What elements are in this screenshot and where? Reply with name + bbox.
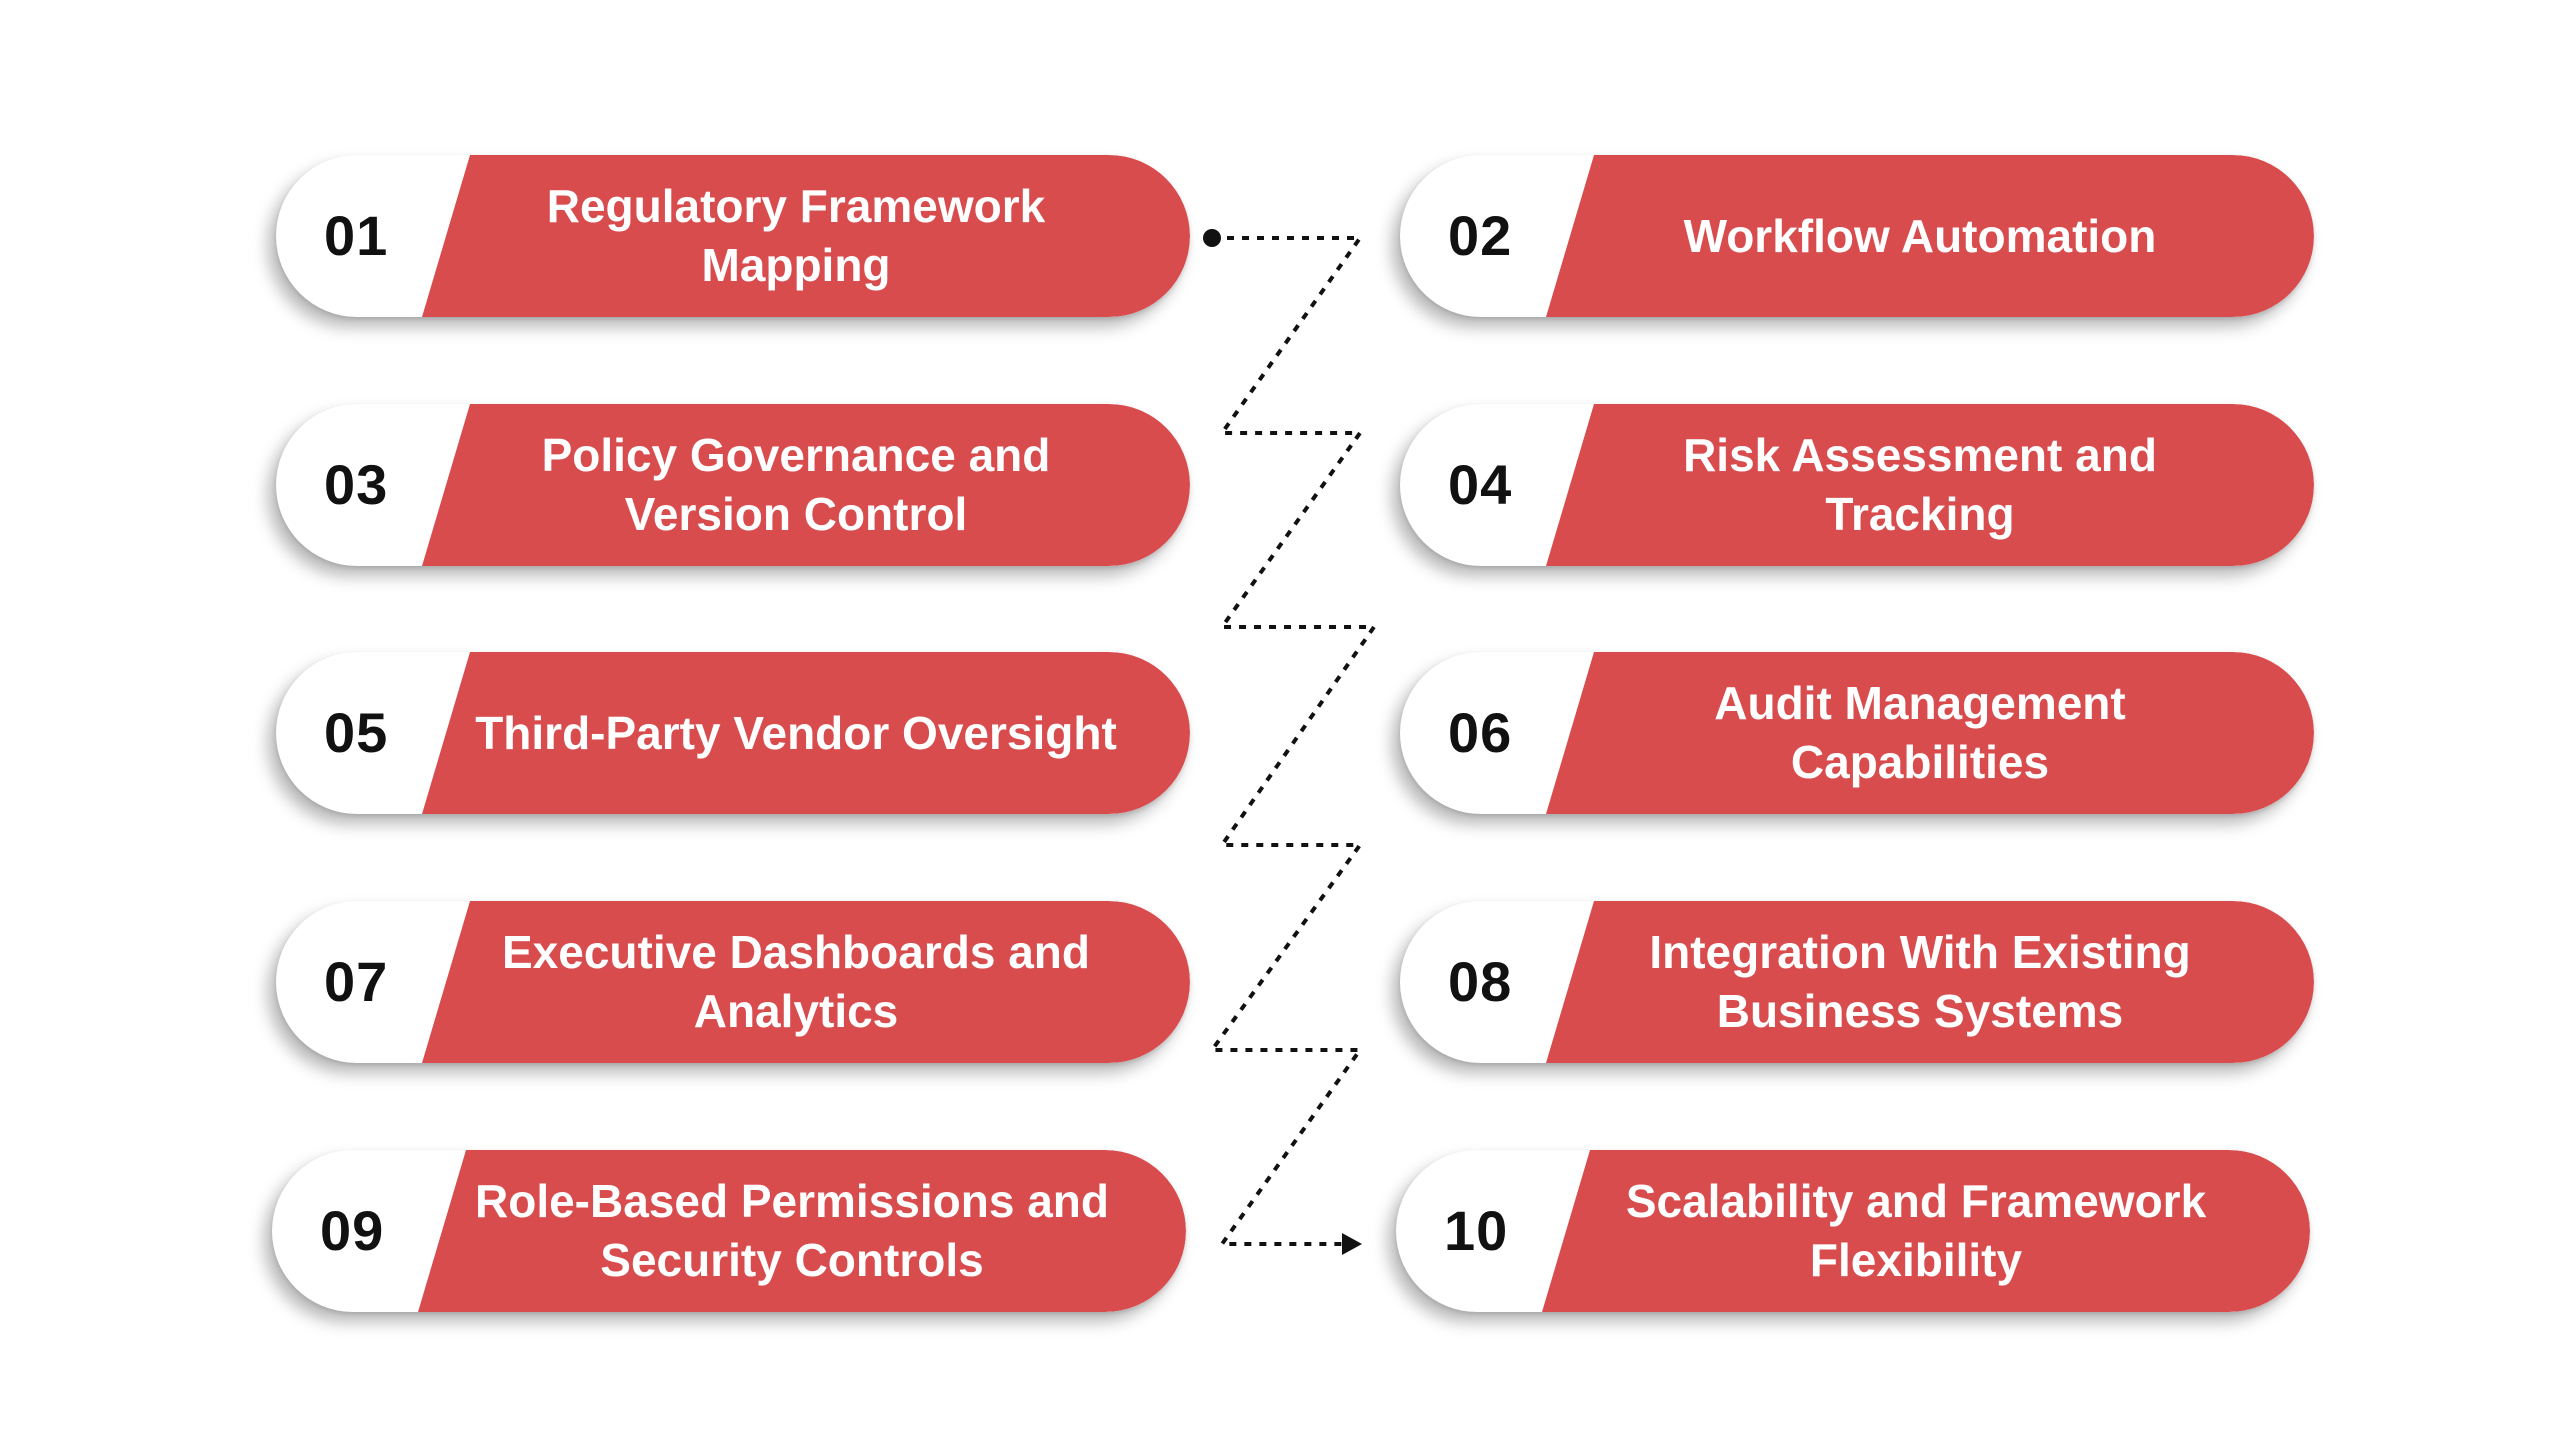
feature-label: Role-Based Permissions and Security Cont… xyxy=(475,1175,1109,1286)
feature-card-01: 01 Regulatory Framework Mapping xyxy=(276,155,1190,317)
feature-number: 03 xyxy=(324,453,389,516)
feature-card-band xyxy=(1546,652,2314,814)
feature-card-05: 05 Third-Party Vendor Oversight xyxy=(276,652,1190,814)
connector-arrowhead xyxy=(1342,1233,1362,1255)
feature-number: 10 xyxy=(1444,1199,1509,1262)
feature-label: Policy Governance and Version Control xyxy=(541,429,1051,540)
feature-card-band xyxy=(1546,404,2314,566)
feature-card-band xyxy=(422,652,1190,814)
connector-start-dot xyxy=(1203,229,1221,247)
feature-label: Third-Party Vendor Oversight xyxy=(475,706,1117,759)
feature-card-06: 06 Audit Management Capabilities xyxy=(1400,652,2314,814)
feature-card-band xyxy=(422,404,1190,566)
feature-number: 07 xyxy=(324,950,389,1013)
feature-number: 02 xyxy=(1448,204,1513,267)
feature-card-02: 02 Workflow Automation xyxy=(1400,155,2314,317)
feature-card-07: 07 Executive Dashboards and Analytics xyxy=(276,901,1190,1063)
feature-number: 04 xyxy=(1448,453,1513,516)
feature-card-band xyxy=(1542,1150,2310,1312)
feature-label: Workflow Automation xyxy=(1683,209,2157,262)
feature-card-04: 04 Risk Assessment and Tracking xyxy=(1400,404,2314,566)
feature-number: 01 xyxy=(324,204,389,267)
feature-card-09: 09 Role-Based Permissions and Security C… xyxy=(272,1150,1186,1312)
feature-label: Integration With Existing Business Syste… xyxy=(1649,926,2191,1037)
feature-card-10: 10 Scalability and Framework Flexibility xyxy=(1396,1150,2310,1312)
connector-path xyxy=(1208,236,1378,1246)
feature-number: 06 xyxy=(1448,701,1513,764)
feature-card-band xyxy=(422,901,1190,1063)
feature-label: Regulatory Framework Mapping xyxy=(546,180,1046,291)
feature-card-band xyxy=(1546,901,2314,1063)
feature-number: 09 xyxy=(320,1199,385,1262)
feature-label: Executive Dashboards and Analytics xyxy=(502,926,1090,1037)
feature-card-08: 08 Integration With Existing Business Sy… xyxy=(1400,901,2314,1063)
feature-label: Scalability and Framework Flexibility xyxy=(1625,1175,2207,1286)
feature-card-band xyxy=(422,155,1190,317)
feature-card-band xyxy=(418,1150,1186,1312)
feature-label: Risk Assessment and Tracking xyxy=(1683,429,2157,540)
feature-number: 05 xyxy=(324,701,389,764)
feature-card-band xyxy=(1546,155,2314,317)
feature-label: Audit Management Capabilities xyxy=(1714,677,2126,788)
feature-card-03: 03 Policy Governance and Version Control xyxy=(276,404,1190,566)
feature-number: 08 xyxy=(1448,950,1513,1013)
